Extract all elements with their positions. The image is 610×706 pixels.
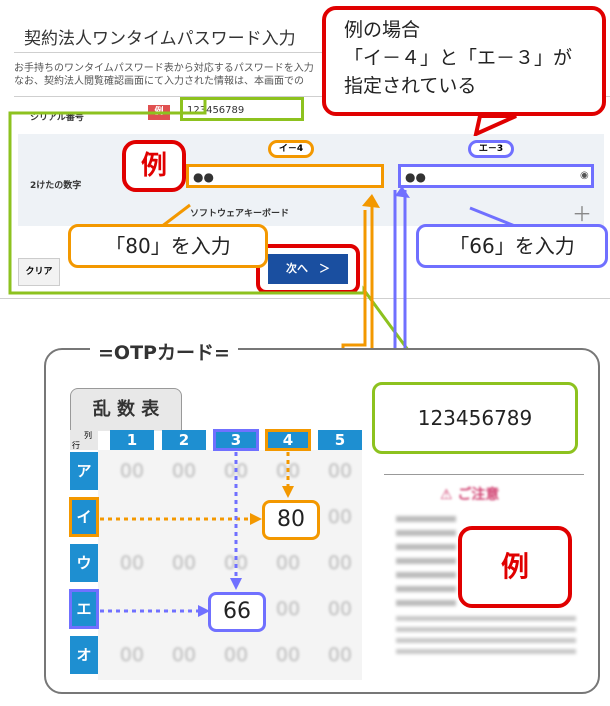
digits-input-2[interactable]: ●● — [398, 164, 594, 188]
table-cell: 00 — [275, 552, 301, 574]
table-cell: 00 — [119, 460, 145, 482]
clear-button[interactable]: クリア — [18, 258, 60, 286]
column-1: 1 — [110, 430, 154, 450]
description-line-2: なお、契約法人閲覧確認画面にて入力された情報は、本画面での — [14, 76, 304, 87]
input-80-callout: 「80」を入力 — [68, 224, 268, 268]
page-description: お手持ちのワンタイムパスワード表から対応するパスワードを入力 なお、契約法人閲覧… — [14, 62, 314, 88]
corner-col-label: 列 — [84, 431, 92, 440]
table-cell: 00 — [171, 552, 197, 574]
example-badge: 例 — [122, 140, 186, 192]
value-80-box: 80 — [262, 500, 320, 540]
form-top-divider — [14, 96, 610, 97]
column-3: 3 — [213, 429, 259, 451]
card-example-badge: 例 — [458, 526, 572, 608]
column-header-2: エ－3 — [468, 140, 514, 158]
digits-input-1[interactable]: ●● — [186, 164, 384, 188]
notice-divider — [384, 474, 584, 475]
row-e: エ — [69, 589, 99, 629]
table-cell: 00 — [327, 460, 353, 482]
table-cell: 00 — [327, 644, 353, 666]
table-cell: 00 — [119, 552, 145, 574]
title-divider — [14, 52, 324, 53]
expand-plus-icon[interactable]: ＋ — [572, 202, 592, 226]
col-3-arrowhead — [230, 578, 242, 590]
table-cell: 00 — [171, 460, 197, 482]
corner-row-label: 行 — [72, 441, 80, 450]
example-callout-line-1: 例の場合 — [344, 19, 421, 41]
orange-arrowhead — [362, 194, 380, 208]
serial-number-callout: 123456789 — [372, 382, 578, 454]
page-title: 契約法人ワンタイムパスワード入力 — [24, 29, 296, 49]
input-66-callout: 「66」を入力 — [416, 224, 608, 268]
serial-label: シリアル番号 — [30, 113, 84, 123]
table-cell: 00 — [327, 552, 353, 574]
table-cell: 00 — [327, 598, 353, 620]
notice-blurred-text-bottom — [396, 610, 576, 670]
notice-title: ⚠ ご注意 — [440, 487, 500, 503]
example-instruction-callout: 例の場合 「イ－４」と「エ－３」が 指定されている — [322, 6, 606, 116]
column-5: 5 — [318, 430, 362, 450]
next-button[interactable]: 次へ ＞ — [268, 254, 348, 284]
row-i: イ — [69, 497, 99, 537]
table-cell: 00 — [275, 644, 301, 666]
form-bottom-divider — [0, 298, 610, 299]
random-table-body — [98, 450, 362, 680]
table-corner: 列 行 — [70, 430, 98, 450]
column-4: 4 — [265, 429, 311, 451]
serial-number-input[interactable]: 123456789 — [180, 97, 304, 121]
table-cell: 00 — [275, 598, 301, 620]
table-cell: 00 — [119, 644, 145, 666]
example-callout-line-2: 「イ－４」と「エ－３」が — [344, 47, 573, 69]
column-2: 2 — [162, 430, 206, 450]
random-table-tab: 乱 数 表 — [70, 388, 182, 431]
row-u: ウ — [70, 544, 98, 582]
example-callout-tail — [473, 114, 517, 136]
value-66-box: 66 — [208, 592, 266, 632]
digits-label: 2けたの数字 — [30, 181, 82, 191]
notice-title-text: ご注意 — [457, 487, 500, 503]
otp-card-title: =OTPカード= — [90, 338, 238, 365]
description-line-1: お手持ちのワンタイムパスワード表から対応するパスワードを入力 — [14, 63, 314, 74]
row-i-arrowhead — [250, 513, 262, 525]
row-e-arrowhead — [198, 605, 210, 617]
table-cell: 00 — [171, 644, 197, 666]
column-header-1: イ－4 — [268, 140, 314, 158]
table-cell: 00 — [223, 644, 249, 666]
blue-arrowhead — [395, 186, 410, 198]
col-4-arrowhead — [282, 486, 294, 498]
eye-icon[interactable]: ◉ — [580, 170, 589, 181]
table-cell: 00 — [327, 506, 353, 528]
row-o: オ — [70, 636, 98, 674]
example-callout-line-3: 指定されている — [344, 75, 477, 97]
software-keyboard-label[interactable]: ソフトウェアキーボード — [190, 209, 290, 219]
table-cell: 00 — [223, 552, 249, 574]
row-a: ア — [70, 452, 98, 490]
notice-blurred-text — [396, 508, 456, 658]
